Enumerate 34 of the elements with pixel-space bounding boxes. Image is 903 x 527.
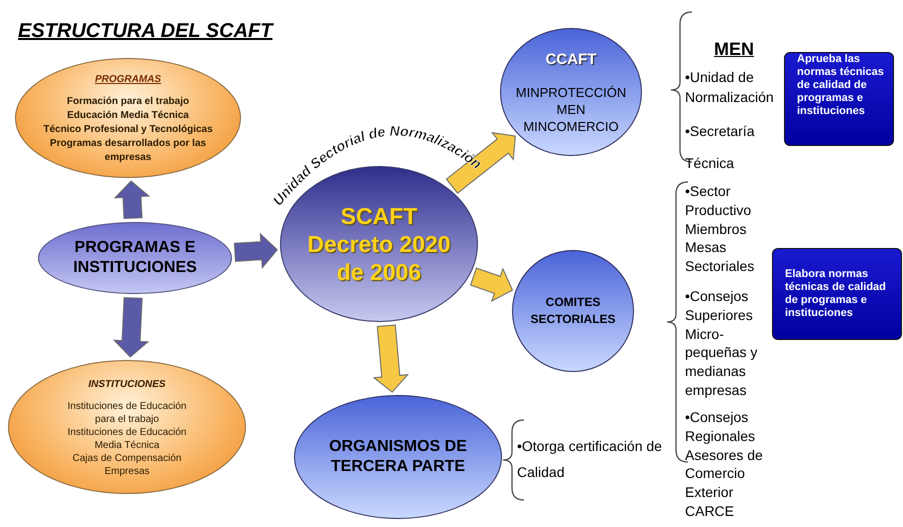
node-text: Programas desarrollados por las empresas [48, 136, 208, 164]
diagram-title: ESTRUCTURA DEL SCAFT [18, 19, 272, 44]
node-text: Instituciones de Educación Media Técnica [66, 426, 188, 452]
node-text: Empresas [104, 464, 150, 478]
approval-box [784, 52, 894, 146]
block-arrow [446, 132, 516, 194]
member-text: •Secretaría Técnica [685, 122, 756, 173]
node-text: Educación Media Técnica [67, 108, 189, 122]
node-text: Instituciones de Educación para el trabajo [66, 400, 188, 426]
elaboration-box [772, 248, 902, 340]
function-text: •Otorga certificación de Calidad [517, 437, 663, 482]
node-text: COMITES SECTORIALES [529, 294, 617, 328]
node-text: Cajas de Compensación [72, 452, 182, 464]
node-text: SCAFT Decreto 2020 de 2006 [307, 203, 452, 286]
member-text: •Consejos Regionales Asesores de Comercio Exterior CARCE [685, 408, 764, 521]
block-arrow [470, 267, 514, 302]
node-text: Elabora normas técnicas de calidad de programas e instituciones [785, 268, 887, 320]
member-text: •Sector Productivo Miembros Mesas Sectoriales [685, 182, 756, 276]
node-heading: CCAFT [546, 50, 596, 70]
block-arrow [372, 324, 409, 393]
node-text: ORGANISMOS DE TERCERA PARTE [328, 437, 468, 477]
block-arrow [114, 180, 150, 220]
node-text: Aprueba las normas técnicas de calidad de programas e instituciones [797, 53, 885, 118]
node-heading: INSTITUCIONES [88, 378, 166, 392]
node-heading: PROGRAMAS [94, 72, 162, 86]
block-arrow [112, 297, 150, 358]
node-text: Formación para el trabajo [66, 94, 190, 108]
node-text: MINPROTECCIÓN MEN MINCOMERCIO [514, 84, 628, 134]
node-text: Técnico Profesional y Tecnológicas [43, 122, 213, 136]
node-text: PROGRAMAS E INSTITUCIONES [72, 238, 198, 278]
group-heading: MEN [714, 38, 755, 61]
block-arrow [234, 232, 278, 269]
member-text: •Unidad de Normalización [685, 68, 775, 107]
member-text: •Consejos Superiores Micro- pequeñas y medianas empresas [685, 287, 758, 400]
